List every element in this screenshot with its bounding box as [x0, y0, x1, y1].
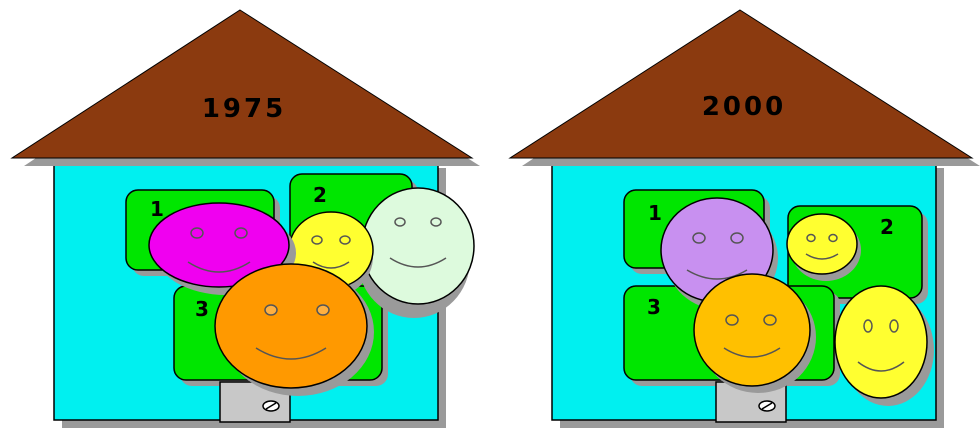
room-number: 2	[313, 183, 327, 207]
house-roof	[10, 9, 474, 159]
smiley-face-icon	[786, 213, 861, 281]
smiley-face-icon	[834, 285, 934, 406]
door-knob-icon	[262, 400, 280, 412]
room-number: 3	[195, 297, 209, 321]
house-roof	[508, 9, 974, 159]
smiley-face-icon	[693, 273, 816, 393]
room-number: 1	[150, 197, 164, 221]
house-year-label: 1975	[202, 94, 286, 124]
room-number: 2	[880, 215, 894, 239]
house-1975: 1975 1 2 3	[10, 9, 480, 428]
smiley-face-icon	[358, 187, 475, 318]
room-number: 1	[648, 201, 662, 225]
house-2000: 2000 1 2 3	[508, 9, 980, 428]
house-year-label: 2000	[702, 92, 786, 122]
door-knob-icon	[758, 400, 776, 412]
smiley-face-icon	[214, 263, 374, 396]
room-number: 3	[647, 295, 661, 319]
